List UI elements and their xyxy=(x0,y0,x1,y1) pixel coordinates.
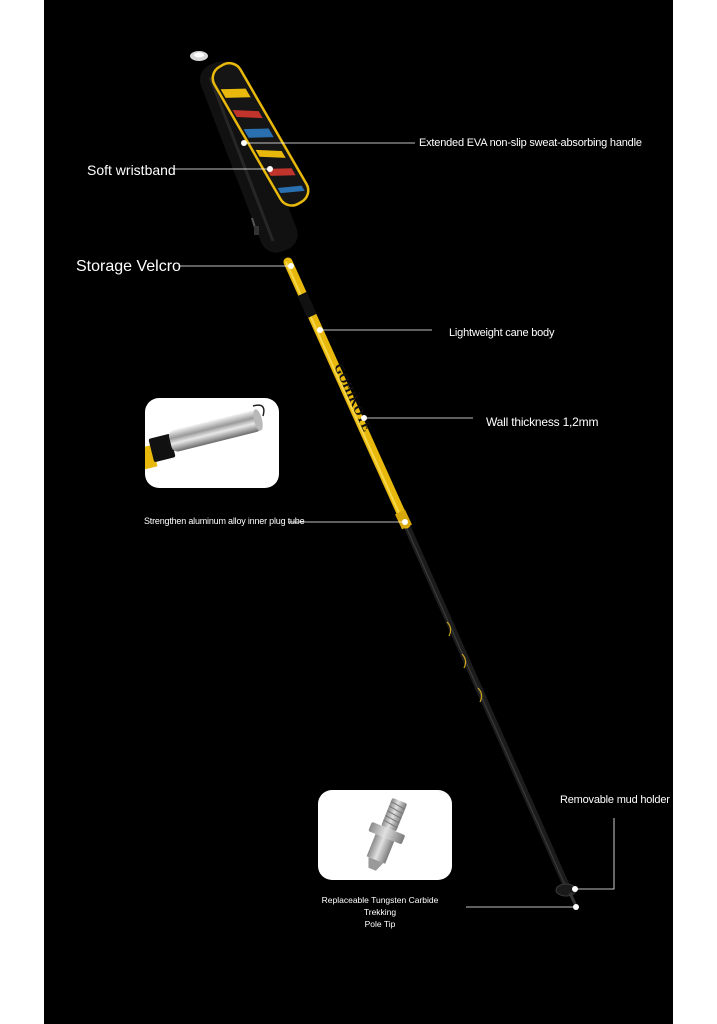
brand-text: GOHIKOTE xyxy=(331,361,375,434)
label-tip-line2: Pole Tip xyxy=(364,919,396,929)
callout-dots xyxy=(241,140,579,910)
label-cane-body: Lightweight cane body xyxy=(449,327,555,339)
tip-image xyxy=(366,798,407,871)
label-mud-holder: Removable mud holder xyxy=(560,794,670,806)
pole-lower-shaft xyxy=(401,518,570,889)
label-velcro: Storage Velcro xyxy=(76,258,181,275)
wrist-strap xyxy=(211,61,310,207)
pole-handle xyxy=(199,61,298,253)
shaft-decal xyxy=(477,687,483,703)
label-inner-tube: Strengthen aluminum alloy inner plug tub… xyxy=(144,516,305,526)
inner-tube-image xyxy=(145,404,265,471)
inner-tube-card xyxy=(145,398,279,488)
label-handle: Extended EVA non-slip sweat-absorbing ha… xyxy=(419,137,642,149)
label-wall-thickness: Wall thickness 1,2mm xyxy=(486,415,599,429)
label-tip: Replaceable Tungsten Carbide Trekking Po… xyxy=(318,894,442,930)
pole-tip xyxy=(568,892,578,907)
callout-lines xyxy=(173,142,615,908)
shaft-band xyxy=(297,291,317,319)
shaft-decal xyxy=(446,621,452,637)
label-tip-line1: Replaceable Tungsten Carbide Trekking xyxy=(321,895,439,917)
tip-card xyxy=(318,790,452,880)
label-wristband: Soft wristband xyxy=(87,162,176,178)
shaft-decal xyxy=(461,653,467,669)
